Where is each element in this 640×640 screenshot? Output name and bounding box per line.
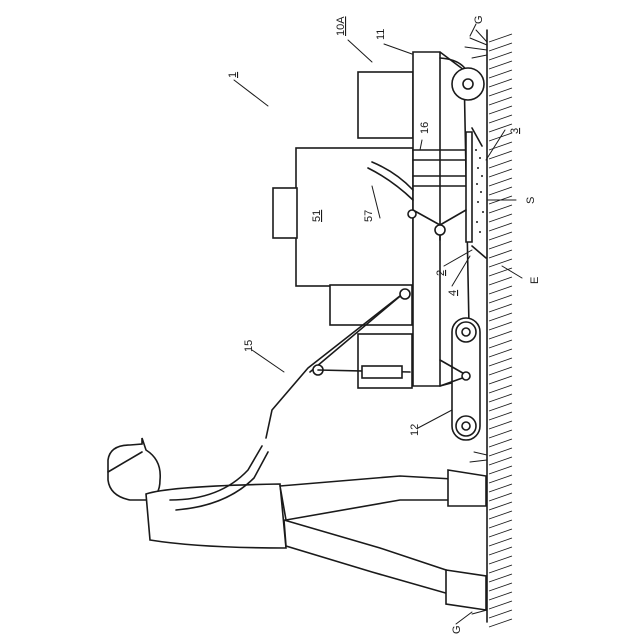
hatch-line <box>489 367 512 375</box>
spray-hood <box>466 132 472 242</box>
hatch-line <box>489 313 512 321</box>
hatch-line <box>489 304 512 312</box>
hatch-line <box>489 574 512 582</box>
label-earth: E <box>529 277 541 284</box>
hatch-line <box>489 268 512 276</box>
hatch-line <box>489 439 512 447</box>
hatch-line <box>489 34 512 42</box>
hatch-line <box>489 412 512 420</box>
hatch-line <box>489 448 512 456</box>
label-spray: S <box>525 197 537 204</box>
ground-hatching <box>489 34 512 627</box>
hatch-line <box>489 322 512 330</box>
label-tank: 51 <box>311 210 323 222</box>
hatch-line <box>489 610 512 618</box>
hatch-line <box>489 223 512 231</box>
hatch-line <box>489 511 512 519</box>
hatch-line <box>489 592 512 600</box>
hatch-line <box>489 601 512 609</box>
hatch-line <box>489 340 512 348</box>
grass-top <box>465 30 487 58</box>
label-handle: 15 <box>243 340 255 352</box>
engine-box <box>358 334 412 388</box>
label-crawler: 12 <box>409 424 421 436</box>
hatch-line <box>489 241 512 249</box>
tank-cap <box>273 188 297 238</box>
hatch-line <box>489 88 512 96</box>
hatch-line <box>489 376 512 384</box>
hatch-line <box>489 331 512 339</box>
hatch-line <box>489 583 512 591</box>
hatch-line <box>489 619 512 627</box>
hatch-line <box>489 187 512 195</box>
label-hose: 57 <box>363 210 375 222</box>
hatch-line <box>489 205 512 213</box>
label-machine: 10A <box>335 16 347 36</box>
hatch-line <box>489 52 512 60</box>
hatch-line <box>489 349 512 357</box>
label-grass-bottom: G <box>451 625 463 634</box>
hatch-line <box>489 421 512 429</box>
label-shaft: 16 <box>419 122 431 134</box>
hatch-line <box>489 178 512 186</box>
ground <box>487 30 512 627</box>
hatch-line <box>489 70 512 78</box>
hatch-line <box>489 106 512 114</box>
label-assembly: 1 <box>227 72 239 78</box>
hatch-line <box>489 457 512 465</box>
hatch-line <box>489 295 512 303</box>
hatch-line <box>489 565 512 573</box>
hatch-line <box>489 520 512 528</box>
hatch-line <box>489 79 512 87</box>
hatch-line <box>489 394 512 402</box>
hatch-line <box>489 169 512 177</box>
upper-box <box>358 72 413 138</box>
label-part-2: 2 <box>435 270 447 276</box>
hatch-line <box>489 538 512 546</box>
spray-pattern <box>475 149 484 233</box>
hatch-line <box>489 385 512 393</box>
hatch-line <box>489 43 512 51</box>
hatch-line <box>489 277 512 285</box>
label-part-3: 3 <box>509 128 521 134</box>
label-grass-top: G <box>473 15 485 24</box>
hatch-line <box>489 403 512 411</box>
hatch-line <box>489 358 512 366</box>
hatch-line <box>489 430 512 438</box>
hatch-line <box>489 466 512 474</box>
hatch-line <box>489 151 512 159</box>
hatch-line <box>489 475 512 483</box>
hatch-line <box>489 61 512 69</box>
hatch-line <box>489 484 512 492</box>
hatch-line <box>489 556 512 564</box>
hatch-line <box>489 250 512 258</box>
hatch-line <box>489 115 512 123</box>
hatch-line <box>489 97 512 105</box>
hatch-line <box>489 232 512 240</box>
label-frame: 11 <box>375 29 387 40</box>
hatch-line <box>489 160 512 168</box>
hatch-line <box>489 547 512 555</box>
hatch-line <box>489 493 512 501</box>
hatch-line <box>489 286 512 294</box>
hatch-line <box>489 529 512 537</box>
hatch-line <box>489 259 512 267</box>
hatch-line <box>489 214 512 222</box>
operator <box>108 438 486 610</box>
machine-10a <box>273 52 486 440</box>
hatch-line <box>489 502 512 510</box>
label-part-4: 4 <box>447 290 459 296</box>
hatch-line <box>489 142 512 150</box>
